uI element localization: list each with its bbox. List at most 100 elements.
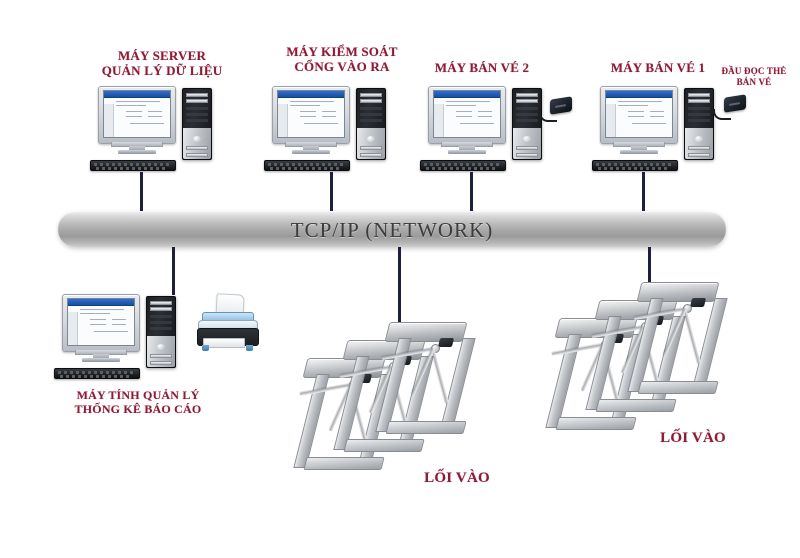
monitor-screen [103, 90, 171, 138]
monitor-bezel [272, 86, 350, 144]
turnstile-base [595, 399, 677, 412]
keyboard[interactable] [592, 160, 678, 171]
monitor [600, 86, 678, 154]
wire-ticket2-to-network [470, 172, 473, 220]
monitor [98, 86, 176, 154]
tower-bay [360, 153, 382, 157]
tower-bay [688, 93, 710, 97]
tower-bay [688, 153, 710, 157]
tower-slot [360, 107, 382, 110]
monitor-screen [605, 90, 673, 138]
monitor-screen [433, 90, 501, 138]
tower-bay [360, 93, 382, 97]
tower-slot [150, 315, 172, 318]
label-ticket-1: MÁY BÁN VÉ 1 [610, 60, 706, 75]
printer[interactable] [196, 293, 260, 352]
window-titlebar [68, 299, 134, 306]
tower-bay [150, 361, 172, 365]
turnstile-top-housing [384, 322, 468, 342]
window-sidebar [434, 104, 444, 137]
label-report-station: MÁY TÍNH QUẢN LÝ THỐNG KÊ BÁO CÁO [74, 388, 202, 417]
window-titlebar [606, 91, 672, 98]
tower-slot [516, 107, 538, 110]
label-entrance-left: LỐI VÀO [424, 470, 490, 486]
tower-power-button[interactable] [523, 136, 531, 142]
keyboard[interactable] [420, 160, 506, 171]
monitor-neck [129, 146, 145, 151]
turnstile[interactable] [627, 282, 735, 400]
turnstile-reader-panel[interactable] [437, 338, 455, 347]
turnstile[interactable] [375, 322, 483, 440]
window-body [278, 98, 344, 137]
workstation-ticket-2[interactable] [420, 86, 554, 178]
tower-bay [688, 146, 710, 150]
computer-tower [512, 88, 542, 160]
label-gate-control: MÁY KIỂM SOÁT CỔNG VÀO RA [286, 44, 398, 75]
workstation-server[interactable] [90, 86, 224, 178]
card-reader-cable [539, 111, 557, 122]
window-sidebar [606, 104, 616, 137]
monitor-neck [303, 146, 319, 151]
tower-slot [186, 113, 208, 116]
computer-tower [684, 88, 714, 160]
label-card-reader: ĐẦU ĐỌC THẺ BÁN VÉ [721, 66, 787, 87]
monitor-neck [459, 146, 475, 151]
tower-bay [516, 93, 538, 97]
tower-bay [186, 93, 208, 97]
turnstile-base [637, 381, 719, 394]
tower-bay [360, 99, 382, 103]
monitor-bezel [98, 86, 176, 144]
turnstile-base [303, 457, 385, 470]
turnstile-base [555, 417, 637, 430]
tower-power-button[interactable] [193, 136, 201, 142]
monitor-bezel [62, 294, 140, 352]
monitor-neck [631, 146, 647, 151]
keyboard[interactable] [90, 160, 176, 171]
tower-bay [150, 307, 172, 311]
turnstile-frame [627, 282, 728, 394]
window-body [434, 98, 500, 137]
monitor-bezel [428, 86, 506, 144]
window-sidebar [278, 104, 288, 137]
label-server: MÁY SERVER QUẢN LÝ DỮ LIỆU [101, 48, 223, 79]
tower-slot [150, 321, 172, 324]
printer-output-paper [203, 338, 245, 348]
turnstile-top-housing [636, 282, 720, 302]
card-reader-ticket-1[interactable] [713, 94, 748, 120]
workstation-gate-control[interactable] [264, 86, 398, 178]
network-backbone-bar: TCP/IP (NETWORK) [58, 211, 726, 247]
keyboard[interactable] [264, 160, 350, 171]
tower-slot [186, 107, 208, 110]
wire-network-to-report-station [172, 247, 175, 295]
turnstile-reader-panel[interactable] [689, 298, 707, 307]
turnstile-base [385, 421, 467, 434]
tower-power-button[interactable] [695, 136, 703, 142]
monitor-screen [67, 298, 135, 346]
monitor-screen [277, 90, 345, 138]
card-reader-ticket-2[interactable] [539, 96, 574, 122]
tower-slot [688, 119, 710, 122]
label-ticket-2: MÁY BÁN VÉ 2 [434, 60, 530, 75]
card-reader-cable [713, 109, 731, 120]
monitor-base [118, 150, 156, 154]
workstation-ticket-1[interactable] [592, 86, 726, 178]
tower-power-button[interactable] [367, 136, 375, 142]
tower-power-button[interactable] [157, 344, 165, 350]
tower-bay [186, 146, 208, 150]
workstation-report[interactable] [54, 294, 188, 386]
turnstile-post-right [691, 298, 728, 392]
turnstile-base [343, 439, 425, 452]
computer-tower [146, 296, 176, 368]
window-sidebar [104, 104, 114, 137]
window-body [606, 98, 672, 137]
tower-bay [516, 99, 538, 103]
computer-tower [356, 88, 386, 160]
turnstile-frame [375, 322, 476, 434]
monitor-base [82, 358, 120, 362]
tower-slot [186, 119, 208, 122]
tower-slot [360, 113, 382, 116]
window-titlebar [278, 91, 344, 98]
computer-tower [182, 88, 212, 160]
tower-bay [516, 153, 538, 157]
keyboard[interactable] [54, 368, 140, 379]
